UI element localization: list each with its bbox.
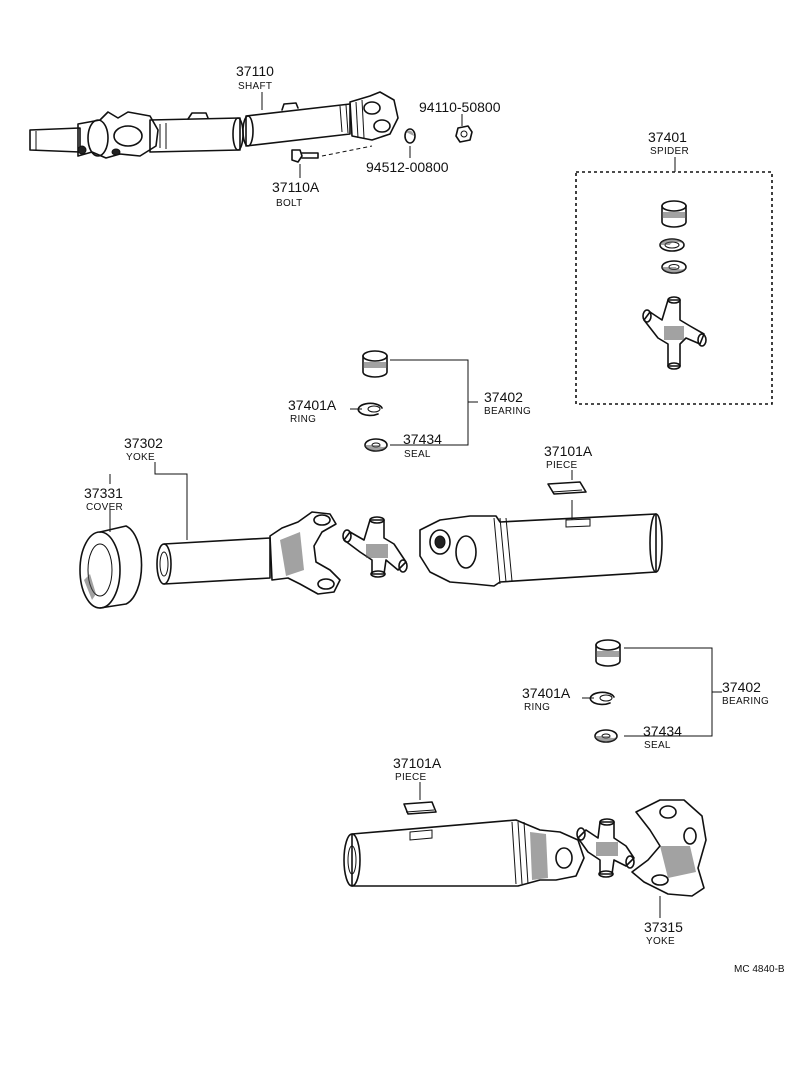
rear-tube-row (343, 782, 707, 918)
callout-name: RING (524, 702, 550, 713)
callout-bearing-upper: 37402 BEARING (484, 389, 531, 417)
callout-number: 94110-50800 (419, 99, 501, 115)
spider-cross-rear (576, 818, 635, 878)
bearing-cup-lower (595, 639, 621, 667)
callout-name: YOKE (126, 452, 155, 463)
bearing-cup-upper (362, 350, 388, 378)
callout-number: 37101A (544, 443, 593, 459)
spider-snap-ring (659, 238, 685, 252)
callout-washer: 94512-00800 (366, 159, 449, 175)
callout-number: 37434 (403, 431, 442, 447)
callout-number: 37401A (288, 397, 337, 413)
bearing-group-lower (582, 639, 722, 743)
spider-cross (642, 296, 707, 370)
seal-lower (594, 729, 618, 743)
figure-code: MC 4840-B (734, 964, 785, 975)
callout-name: BEARING (722, 696, 769, 707)
callout-piece-lower: 37101A PIECE (393, 755, 442, 783)
spider-seal (661, 260, 687, 274)
callout-number: 37302 (124, 435, 163, 451)
callout-nut: 94110-50800 (419, 99, 501, 115)
tube-yoke-upper (419, 500, 663, 587)
callout-name: SEAL (644, 740, 671, 751)
propeller-shaft-assembly (29, 91, 473, 178)
callout-name: SEAL (404, 449, 431, 460)
callout-shaft: 37110 SHAFT (236, 63, 274, 92)
callout-seal-upper: 37434 SEAL (403, 431, 442, 460)
balance-piece-lower (403, 782, 437, 815)
callout-name: SPIDER (650, 146, 689, 157)
callout-number: 37402 (484, 389, 523, 405)
callout-ring-lower: 37401A RING (522, 685, 571, 713)
spider-cross-front (342, 516, 408, 578)
cover-part (79, 525, 143, 609)
callout-name: RING (290, 414, 316, 425)
bearing-group-upper (350, 350, 478, 452)
callout-name: SHAFT (238, 81, 272, 92)
callout-ring-upper: 37401A RING (288, 397, 337, 425)
seal-upper (364, 438, 388, 452)
callout-number: 37402 (722, 679, 761, 695)
callout-name: BOLT (276, 198, 303, 209)
snap-ring-lower (589, 691, 615, 706)
snap-ring-upper (357, 402, 383, 417)
front-yoke-row (79, 462, 663, 609)
spider-kit-box (575, 157, 773, 405)
callout-number: 37331 (84, 485, 123, 501)
callout-name: YOKE (646, 936, 675, 947)
callout-number: 37110 (236, 63, 274, 79)
callout-number: 37110A (272, 179, 320, 195)
callout-number: 37401A (522, 685, 571, 701)
tube-yoke-lower (343, 819, 585, 887)
spider-bearing-cup (661, 200, 687, 228)
callout-piece-upper: 37101A PIECE (544, 443, 593, 471)
flange-yoke-rear (631, 799, 707, 918)
callout-yoke-rear: 37315 YOKE (644, 919, 683, 947)
callout-name: BEARING (484, 406, 531, 417)
callout-spider: 37401 SPIDER (648, 129, 689, 157)
callout-number: 37434 (643, 723, 682, 739)
callout-name: PIECE (395, 772, 427, 783)
callout-name: PIECE (546, 460, 578, 471)
callout-cover: 37331 COVER (84, 485, 123, 513)
callout-number: 37401 (648, 129, 687, 145)
callout-number: 37101A (393, 755, 442, 771)
callout-seal-lower: 37434 SEAL (643, 723, 682, 751)
balance-piece-upper (547, 470, 587, 495)
callout-name: COVER (86, 502, 123, 513)
callout-number: 37315 (644, 919, 683, 935)
sliding-yoke (156, 511, 341, 595)
callout-number: 94512-00800 (366, 159, 449, 175)
callout-bolt: 37110A BOLT (272, 179, 320, 209)
callout-yoke-front: 37302 YOKE (124, 435, 163, 463)
callout-bearing-lower: 37402 BEARING (722, 679, 769, 707)
